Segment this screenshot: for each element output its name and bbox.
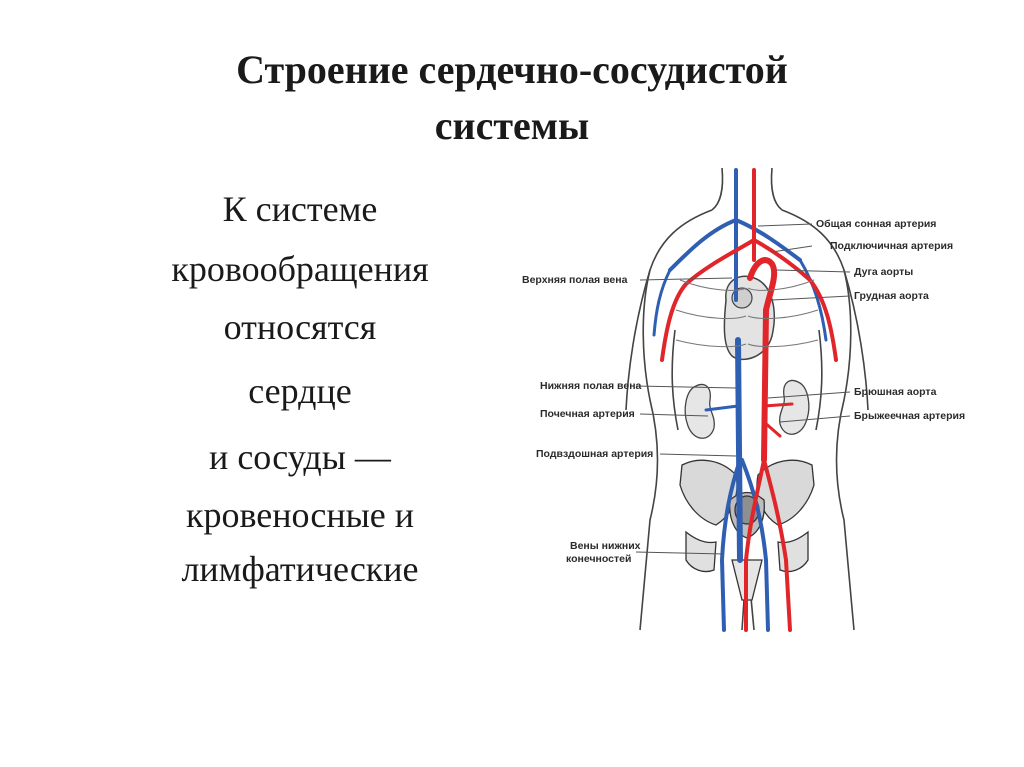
label-aortic-arch: Дуга аорты	[854, 266, 914, 278]
label-leg-veins-2: конечностей	[566, 553, 632, 565]
body-line-6: кровеносные и	[185, 495, 415, 535]
anatomy-illustration	[625, 167, 869, 632]
title-line-1: Строение сердечно-сосудистой	[236, 47, 788, 92]
veins	[652, 168, 828, 632]
label-thoracic-aorta: Грудная аорта	[854, 290, 929, 302]
circulatory-system-figure: Верхняя полая вена Нижняя полая вена Поч…	[510, 160, 980, 640]
leader-lines	[635, 223, 851, 555]
body-line-4: сердце	[248, 371, 352, 411]
label-inferior-vena-cava: Нижняя полая вена	[540, 380, 642, 392]
arteries	[660, 168, 838, 632]
body-line-2: кровообращения	[171, 249, 429, 289]
label-renal-artery: Почечная артерия	[540, 408, 635, 420]
body-line-5: и сосуды —	[209, 437, 391, 477]
title-line-2: системы	[434, 103, 590, 148]
label-iliac-artery: Подвздошная артерия	[536, 448, 654, 460]
slide-title: Строение сердечно-сосудистой системы	[0, 42, 1024, 154]
label-mesenteric-artery: Брыжеечная артерия	[854, 410, 966, 422]
label-subclavian: Подключичная артерия	[830, 240, 954, 252]
label-common-carotid: Общая сонная артерия	[816, 218, 937, 230]
label-abdominal-aorta: Брюшная аорта	[854, 386, 937, 398]
label-leg-veins-1: Вены нижних	[570, 540, 641, 552]
kidneys	[684, 379, 810, 439]
label-superior-vena-cava: Верхняя полая вена	[522, 274, 628, 286]
body-line-7: лимфатические	[181, 549, 419, 589]
body-line-1: К системе	[222, 189, 378, 229]
body-line-3: относятся	[223, 307, 377, 347]
ribs	[675, 279, 819, 348]
